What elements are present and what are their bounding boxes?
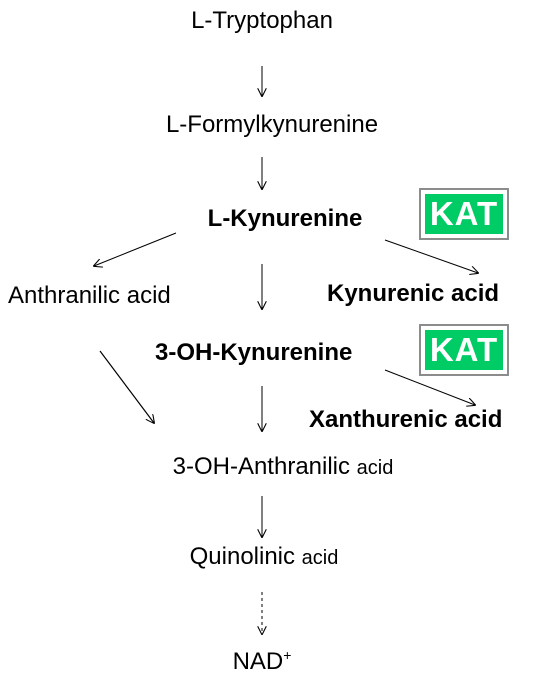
arrow-anthranilic-to-oh-anthranilic bbox=[99, 350, 154, 423]
node-nad-plus: NAD+ bbox=[233, 648, 292, 676]
node-l-kynurenine: L-Kynurenine bbox=[207, 205, 363, 232]
node-l-formylkynurenine: L-Formylkynurenine bbox=[165, 111, 379, 138]
node-quinolinic-acid: Quinolinic acid bbox=[190, 543, 339, 572]
node-nad-superscript: + bbox=[283, 647, 292, 663]
node-3-oh-anthranilic-main: 3-OH-Anthranilic bbox=[172, 453, 357, 480]
node-3-oh-anthranilic-suffix: acid bbox=[356, 457, 394, 479]
node-quinolinic-suffix: acid bbox=[301, 547, 339, 569]
node-3-oh-anthranilic-acid: 3-OH-Anthranilic acid bbox=[173, 453, 394, 482]
node-l-tryptophan: L-Tryptophan bbox=[191, 7, 333, 34]
arrow-oh-kynurenine-to-xanthurenic bbox=[384, 369, 475, 405]
arrow-kynurenine-to-kynurenic bbox=[384, 239, 478, 273]
kat-enzyme-label-1: KAT bbox=[425, 194, 503, 234]
node-anthranilic-acid: Anthranilic acid bbox=[8, 282, 171, 309]
kat-enzyme-box-2: KAT bbox=[419, 324, 509, 376]
node-nad-main: NAD bbox=[232, 648, 284, 675]
node-3-oh-kynurenine: 3-OH-Kynurenine bbox=[155, 339, 353, 366]
node-quinolinic-main: Quinolinic bbox=[189, 543, 302, 570]
node-xanthurenic-acid: Xanthurenic acid bbox=[309, 406, 503, 433]
arrow-kynurenine-to-anthranilic bbox=[94, 232, 177, 266]
kat-enzyme-box-1: KAT bbox=[419, 188, 509, 240]
kat-enzyme-label-2: KAT bbox=[425, 330, 503, 370]
node-kynurenic-acid: Kynurenic acid bbox=[327, 280, 500, 307]
